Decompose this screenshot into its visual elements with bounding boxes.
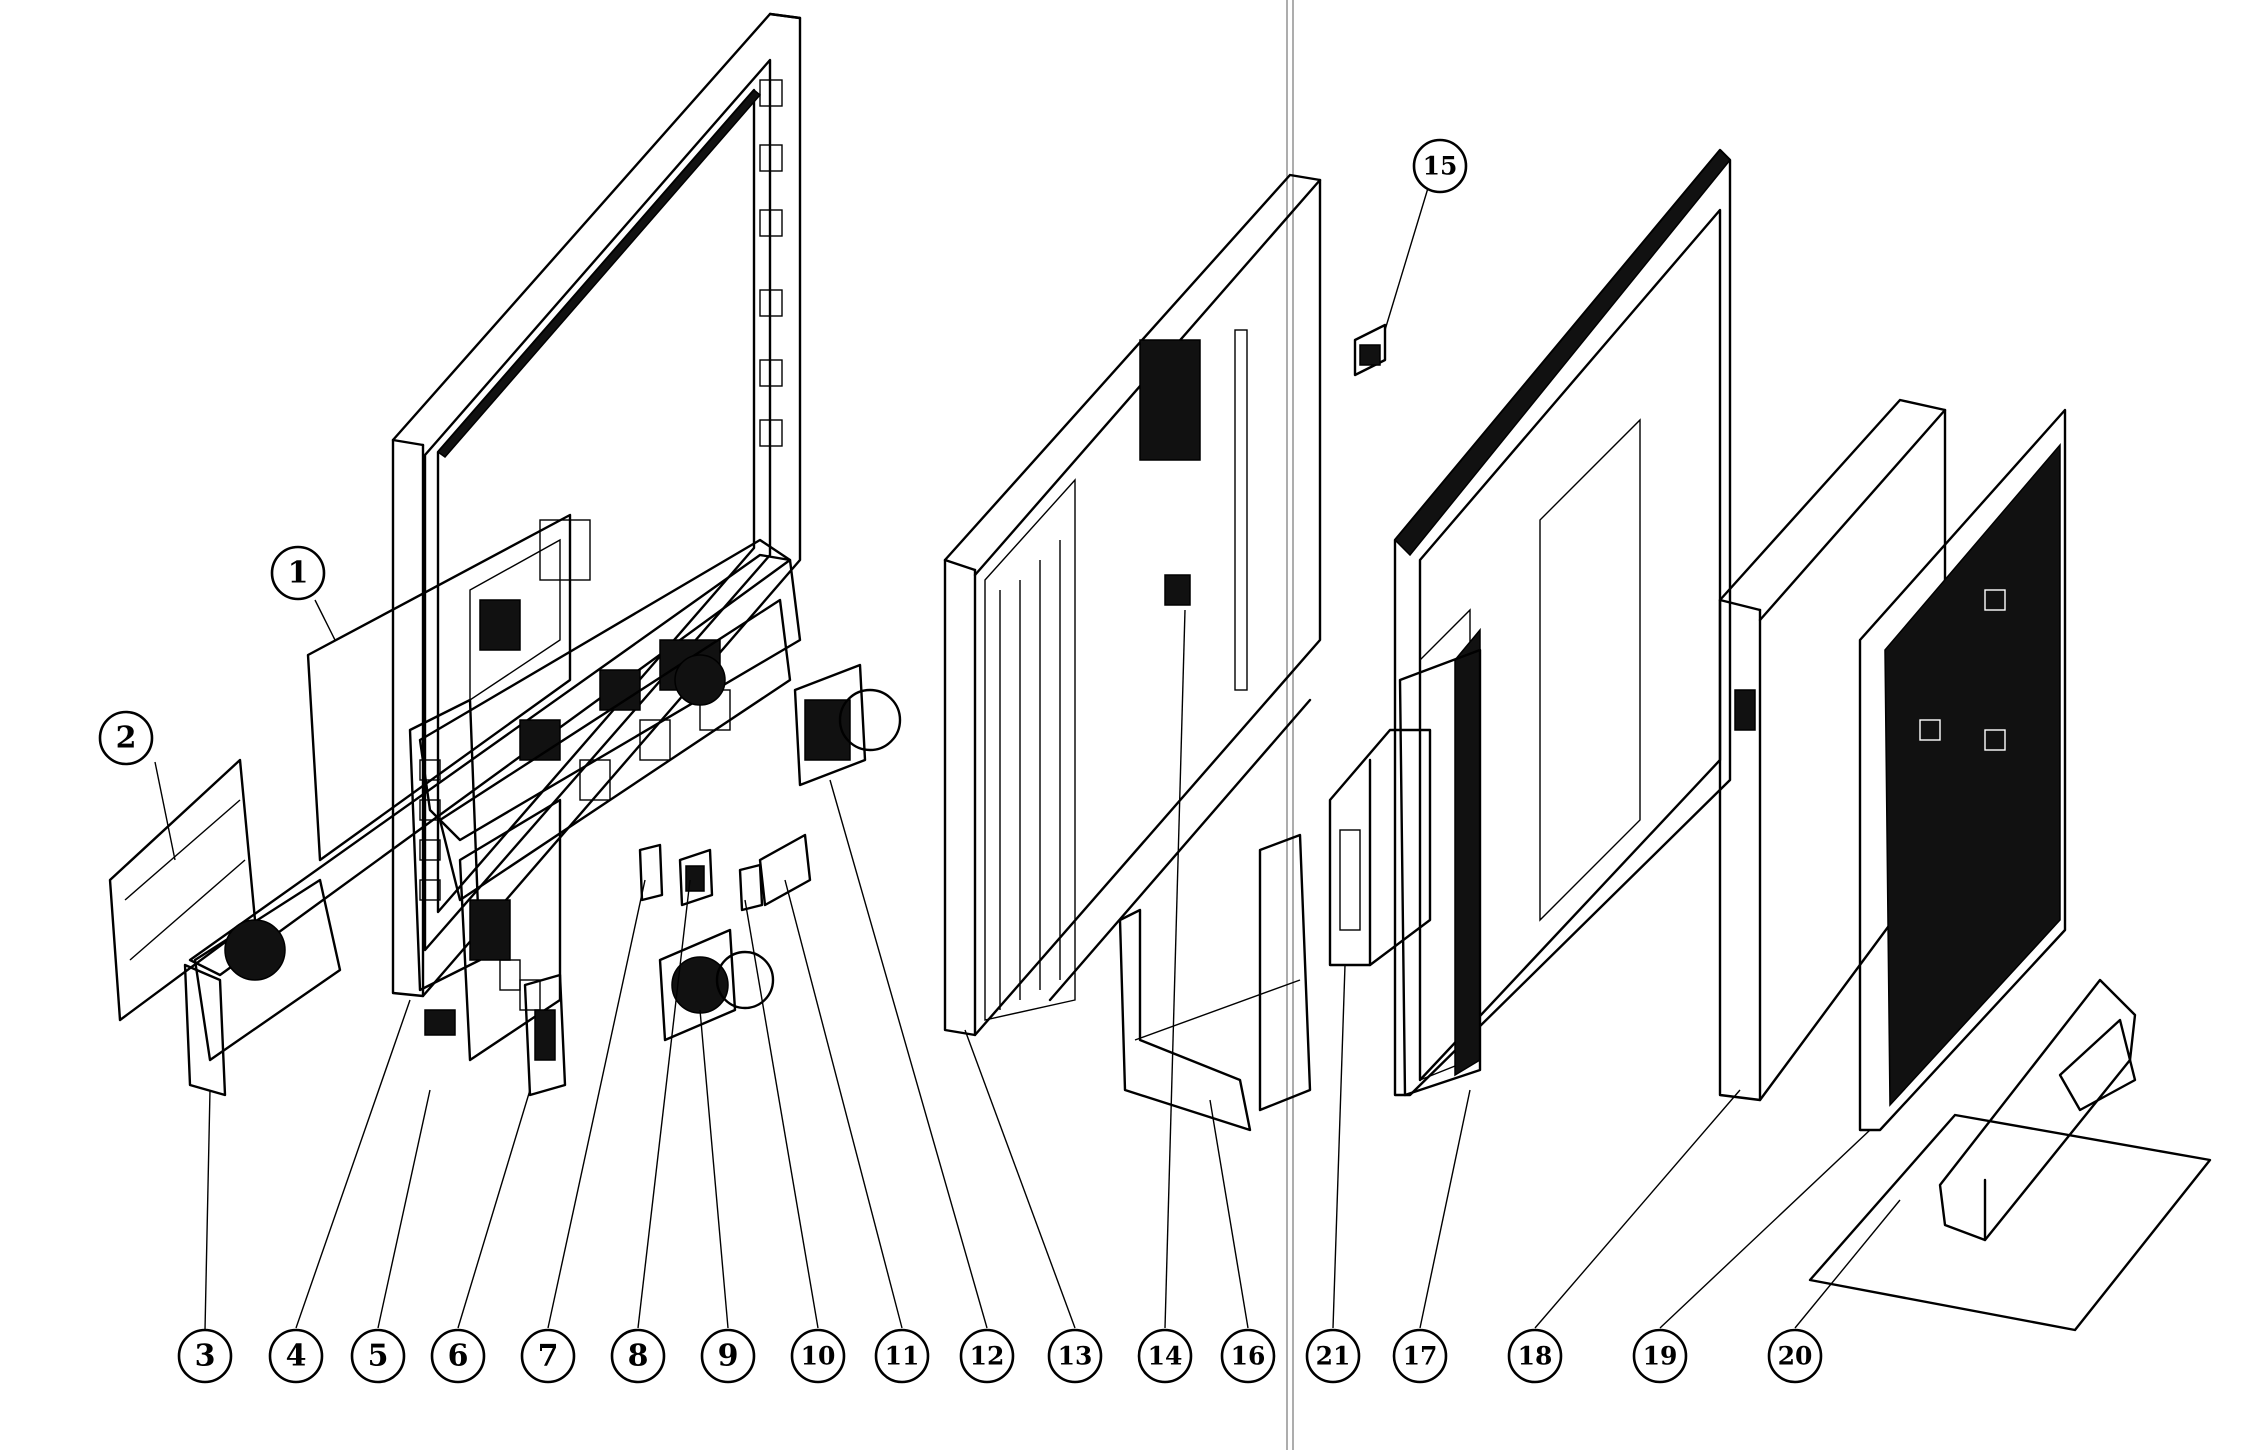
- panel-board-part-21: [1328, 728, 1432, 967]
- callout-7: 7: [520, 1328, 576, 1384]
- leader-lines: [154, 187, 1901, 1331]
- callout-label: 10: [801, 1342, 836, 1371]
- callout-17: 17: [1392, 1328, 1448, 1384]
- callout-label: 11: [885, 1342, 920, 1371]
- callout-2: 2: [98, 710, 154, 766]
- callout-3: 3: [177, 1328, 233, 1384]
- callout-21: 21: [1305, 1328, 1361, 1384]
- callout-label: 20: [1778, 1342, 1813, 1371]
- callout-18: 18: [1507, 1328, 1563, 1384]
- callout-14: 14: [1137, 1328, 1193, 1384]
- callout-label: 7: [538, 1339, 559, 1374]
- callout-label: 4: [286, 1339, 307, 1374]
- callout-label: 12: [970, 1342, 1005, 1371]
- callout-12: 12: [959, 1328, 1015, 1384]
- callout-label: 6: [448, 1339, 469, 1374]
- back-cover-part-19: [1858, 408, 2067, 1132]
- callout-1: 1: [270, 545, 326, 601]
- callout-label: 1: [288, 556, 309, 591]
- callout-10: 10: [790, 1328, 846, 1384]
- callout-label: 19: [1643, 1342, 1678, 1371]
- callout-5: 5: [350, 1328, 406, 1384]
- callout-11: 11: [874, 1328, 930, 1384]
- callout-label: 18: [1518, 1342, 1553, 1371]
- lcd-panel-part-17: [1393, 148, 1732, 1097]
- main-boards: [193, 538, 802, 1062]
- callout-6: 6: [430, 1328, 486, 1384]
- callout-label: 15: [1423, 152, 1458, 181]
- front-bezel: [183, 12, 802, 1097]
- callout-label: 8: [628, 1339, 649, 1374]
- bracket-part-16: [1118, 833, 1312, 1132]
- small-parts: [523, 663, 902, 1097]
- callout-13: 13: [1047, 1328, 1103, 1384]
- callout-label: 2: [116, 721, 137, 756]
- stand-part-20: [1808, 978, 2212, 1332]
- clip-part-15: [1353, 323, 1387, 377]
- callout-label: 13: [1058, 1342, 1093, 1371]
- callout-label: 16: [1231, 1342, 1266, 1371]
- callout-8: 8: [610, 1328, 666, 1384]
- callout-20: 20: [1767, 1328, 1823, 1384]
- callout-19: 19: [1632, 1328, 1688, 1384]
- callout-label: 5: [368, 1339, 389, 1374]
- callout-4: 4: [268, 1328, 324, 1384]
- callout-9: 9: [700, 1328, 756, 1384]
- callout-label: 21: [1316, 1342, 1351, 1371]
- board-cover-part-1: [306, 513, 591, 862]
- callout-15: 15: [1412, 138, 1468, 194]
- callout-16: 16: [1220, 1328, 1276, 1384]
- shield-plate-part-2: [108, 758, 257, 1022]
- callout-label: 14: [1148, 1342, 1183, 1371]
- callout-label: 17: [1403, 1342, 1438, 1371]
- callout-label: 3: [195, 1339, 216, 1374]
- callout-label: 9: [718, 1339, 739, 1374]
- middle-chassis-part-13: [943, 173, 1322, 1037]
